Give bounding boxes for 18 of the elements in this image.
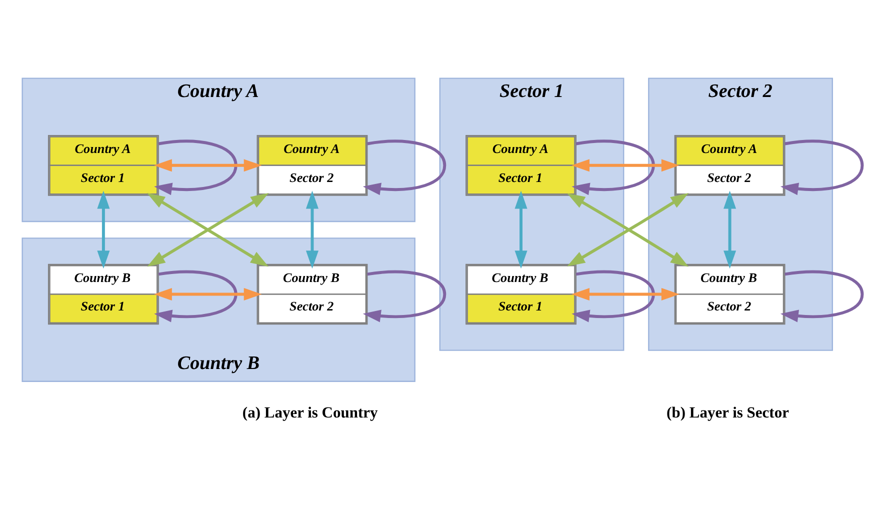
label: (b) Layer is Sector — [666, 404, 789, 422]
arrow — [362, 270, 446, 322]
arrow — [97, 190, 110, 269]
arrow — [154, 140, 238, 196]
arrow — [724, 190, 736, 269]
arrow — [780, 270, 864, 322]
arrow — [514, 190, 528, 269]
arrow — [780, 140, 864, 196]
arrow — [572, 159, 680, 172]
arrow — [362, 140, 446, 196]
arrow — [572, 140, 655, 196]
label: (a) Layer is Country — [242, 404, 378, 422]
arrow — [154, 270, 238, 322]
arrow — [572, 288, 680, 301]
arrow — [306, 190, 318, 269]
arrow — [154, 159, 262, 172]
arrow — [572, 270, 655, 322]
arrow — [154, 288, 262, 301]
